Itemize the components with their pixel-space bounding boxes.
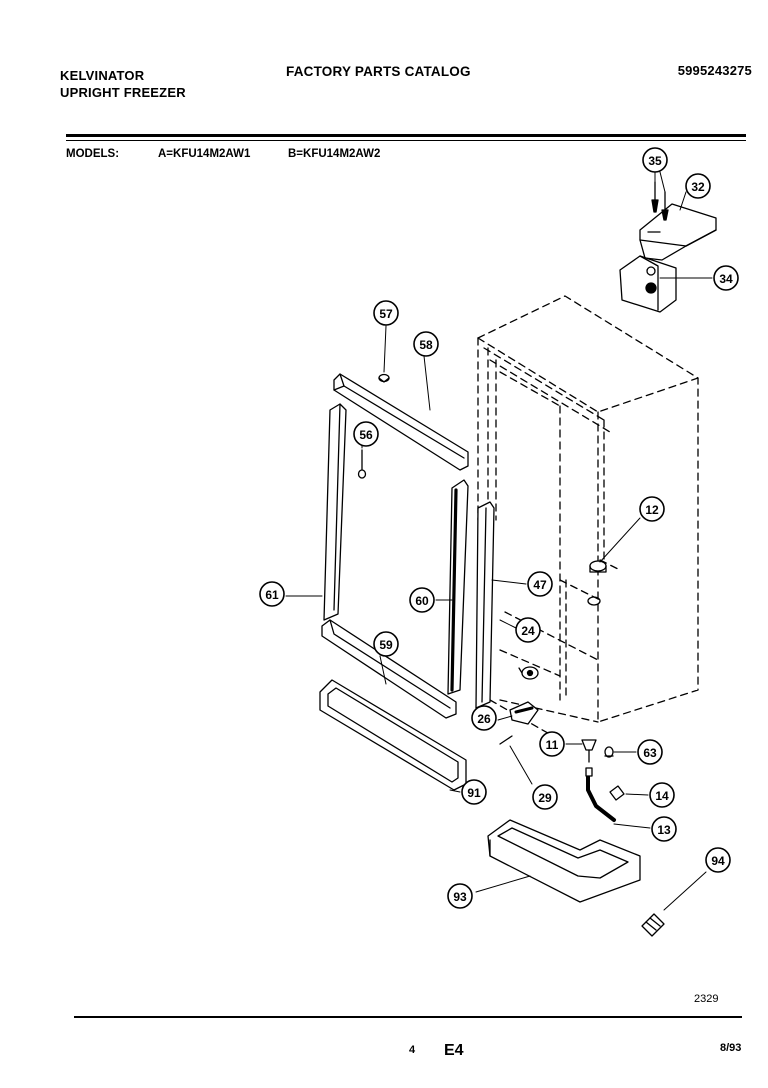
callout-35: 35 [648,154,662,168]
section-code: E4 [444,1042,464,1059]
callout-61: 61 [265,588,279,602]
illustration-ref: 2329 [694,993,719,1005]
header-rule [66,134,746,137]
part-11 [581,739,597,763]
strip-47 [475,501,495,709]
drain-tube-13 [585,767,616,822]
callout-29: 29 [538,791,552,805]
callout-14: 14 [655,789,669,803]
right-gasket [447,479,469,695]
callout-24: 24 [521,624,535,638]
model-b: B=KFU14M2AW2 [288,148,381,160]
product-type: UPRIGHT FREEZER [60,85,186,100]
callout-11: 11 [546,738,559,752]
top-hinge-assembly [619,181,717,313]
part-24 [518,666,539,680]
callout-34: 34 [719,272,733,286]
brand-name: KELVINATOR [60,68,145,83]
part-12 [587,560,607,606]
part-26 [509,701,539,725]
model-a: A=KFU14M2AW1 [158,148,251,160]
part-29 [499,735,513,745]
callout-47: 47 [533,578,547,592]
models-label: MODELS: [66,148,120,160]
page-number: 4 [409,1044,416,1056]
callout-59: 59 [379,638,393,652]
callout-56: 56 [359,428,373,442]
callout-57: 57 [379,307,393,321]
callout-94: 94 [711,854,725,868]
callout-circles [259,147,739,909]
bottom-gasket [321,619,457,719]
part-63 [604,746,614,758]
callout-60: 60 [415,594,429,608]
callout-91: 91 [467,786,481,800]
left-gasket [323,403,347,621]
callout-93: 93 [453,890,467,904]
callout-63: 63 [643,746,657,760]
revision-date: 8/93 [720,1042,742,1054]
part-14 [609,785,625,801]
header-rule-thin [66,140,746,141]
callout-13: 13 [657,823,671,837]
brand-block: KELVINATOR UPRIGHT FREEZER [60,67,186,101]
catalog-number: 5995243275 [677,63,752,78]
footer-rule [74,1016,742,1018]
callout-32: 32 [691,180,705,194]
callout-12: 12 [645,503,659,517]
drain-pan-93 [487,819,641,903]
callout-26: 26 [477,712,491,726]
callout-58: 58 [419,338,433,352]
screw-56 [357,449,367,479]
catalog-title: FACTORY PARTS CATALOG [286,64,471,79]
cabinet-outline [477,295,699,741]
top-gasket [333,373,469,471]
part-94 [641,913,665,937]
fastener-57 [378,373,390,383]
